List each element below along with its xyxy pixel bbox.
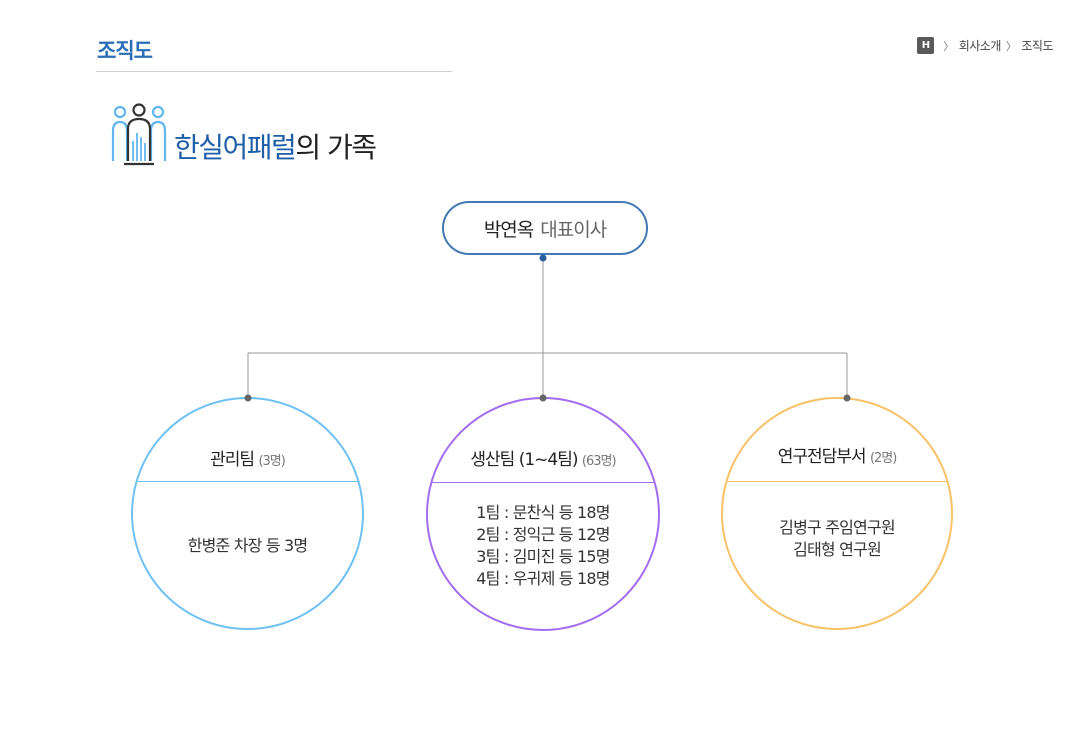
breadcrumb: H 〉 회사소개 〉 조직도	[917, 37, 1053, 54]
home-icon[interactable]: H	[917, 37, 935, 54]
team-research-members: 김병구 주임연구원 김태형 연구원	[723, 517, 951, 561]
team-admin-header: 관리팀 (3명)	[133, 445, 362, 470]
team-research: 연구전담부서 (2명) 김병구 주임연구원 김태형 연구원	[721, 397, 953, 630]
team-production-count: (63명)	[581, 454, 617, 469]
ceo-node: 박연옥 대표이사	[442, 201, 648, 255]
page-title: 조직도	[97, 39, 153, 63]
section-heading: 한실어패럴의 가족	[110, 103, 377, 167]
team-admin-count: (3명)	[258, 454, 285, 469]
team-admin-name: 관리팀	[210, 450, 255, 470]
team-research-member: 김병구 주임연구원	[779, 518, 895, 537]
team-research-divider	[723, 481, 951, 482]
team-production-divider	[428, 482, 658, 483]
team-production-member: 1팀 : 문찬식 등 18명	[476, 503, 610, 522]
team-admin-member: 한병준 차장 등 3명	[187, 536, 308, 555]
team-research-name: 연구전담부서	[777, 447, 867, 467]
chevron-right-icon: 〉	[943, 39, 954, 53]
ceo-name: 박연옥	[483, 218, 534, 241]
team-research-member: 김태형 연구원	[793, 540, 882, 559]
team-production-members: 1팀 : 문찬식 등 18명 2팀 : 정익근 등 12명 3팀 : 김미진 등…	[428, 502, 658, 590]
heading-brand: 한실어패럴	[174, 131, 297, 164]
breadcrumb-item-orgchart[interactable]: 조직도	[1021, 39, 1053, 53]
team-production: 생산팀 (1~4팀) (63명) 1팀 : 문찬식 등 18명 2팀 : 정익근…	[426, 397, 660, 631]
team-admin: 관리팀 (3명) 한병준 차장 등 3명	[131, 397, 364, 630]
team-research-count: (2명)	[869, 451, 897, 466]
ceo-role: 대표이사	[540, 218, 607, 241]
team-production-member: 4팀 : 우귀제 등 18명	[476, 569, 610, 588]
team-research-header: 연구전담부서 (2명)	[723, 442, 951, 467]
team-production-header: 생산팀 (1~4팀) (63명)	[428, 445, 658, 470]
team-production-member: 2팀 : 정익근 등 12명	[476, 525, 610, 544]
team-production-member: 3팀 : 김미진 등 15명	[476, 547, 610, 566]
heading-text: 한실어패럴의 가족	[174, 126, 377, 166]
team-admin-members: 한병준 차장 등 3명	[133, 535, 362, 557]
heading-suffix: 의 가족	[295, 131, 377, 164]
team-admin-divider	[133, 481, 362, 482]
title-divider	[96, 71, 452, 72]
team-production-name: 생산팀 (1~4팀)	[470, 450, 578, 470]
family-icon	[111, 103, 167, 166]
chevron-right-icon: 〉	[1005, 39, 1017, 53]
breadcrumb-item-company[interactable]: 회사소개	[958, 39, 1002, 53]
